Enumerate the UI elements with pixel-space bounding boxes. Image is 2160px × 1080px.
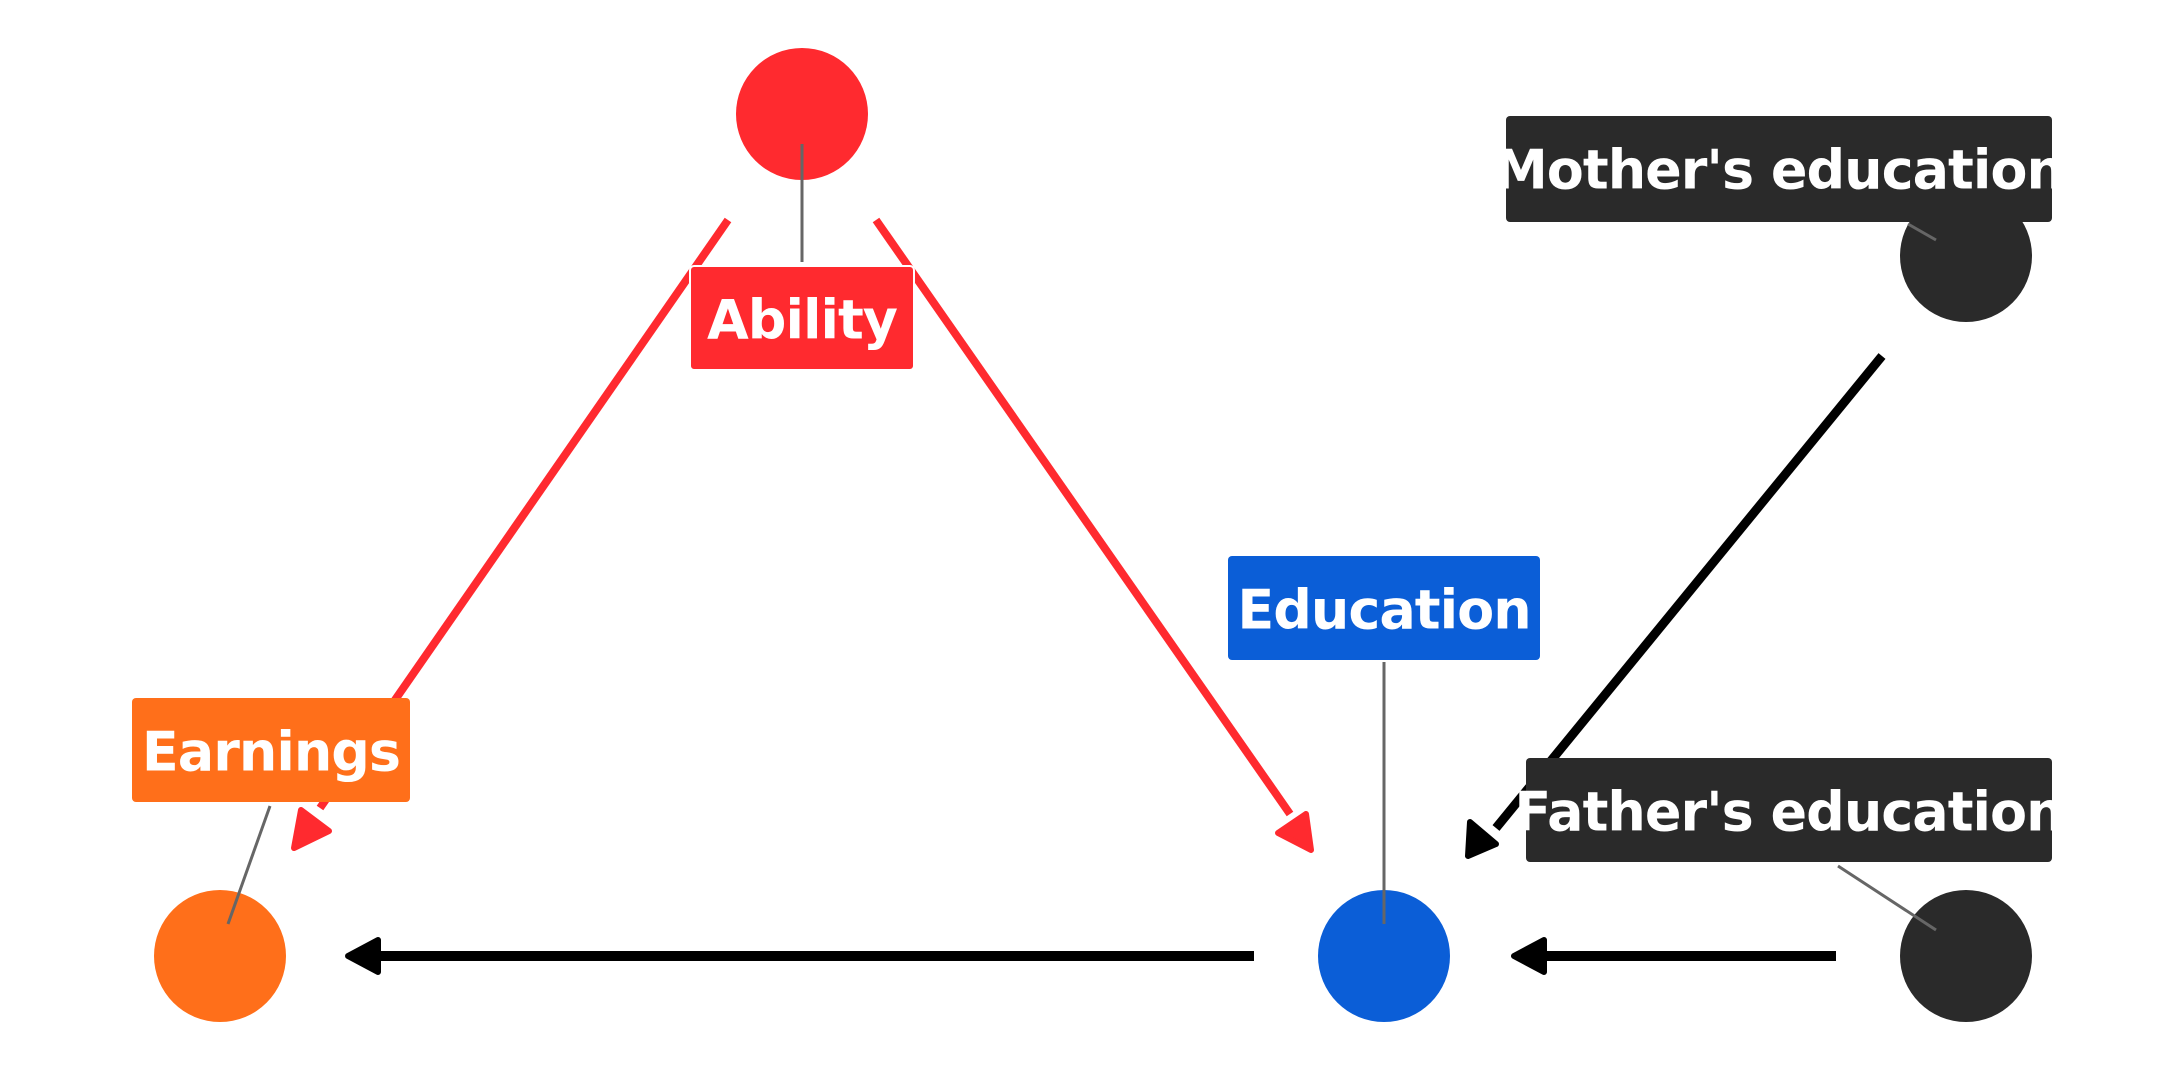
label-earnings: Earnings (132, 698, 410, 802)
nodes (154, 48, 2032, 1022)
edge-mother-education-arrowhead (1465, 819, 1499, 859)
labels: Ability Earnings Education Mother's educ… (132, 116, 2065, 862)
label-ability: Ability (689, 265, 915, 371)
edge-ability-education (872, 217, 1294, 817)
node-mother-education (1900, 190, 2032, 322)
label-ability-box (689, 265, 915, 371)
label-education-text: Education (1237, 579, 1530, 642)
edges (291, 217, 1886, 975)
label-father-education-text: Father's education (1514, 781, 2063, 844)
label-earnings-text: Earnings (142, 721, 400, 784)
label-father-education-box (1526, 758, 2052, 862)
edge-father-education-arrowhead (1511, 937, 1547, 975)
edge-ability-education-arrowhead (1275, 811, 1314, 853)
label-ability-text: Ability (707, 289, 898, 352)
node-ability (736, 48, 868, 180)
node-earnings (154, 890, 286, 1022)
label-leaders (226, 144, 1937, 932)
leader-mother-education (1907, 222, 1937, 242)
node-education (1318, 890, 1450, 1022)
node-father-education (1900, 890, 2032, 1022)
leader-father-education (1837, 864, 1937, 932)
label-mother-education: Mother's education (1494, 116, 2065, 222)
leader-earnings (226, 805, 272, 925)
label-father-education: Father's education (1514, 758, 2065, 862)
edge-education-earnings-arrowhead (345, 937, 381, 975)
label-education: Education (1228, 556, 1540, 660)
label-mother-education-box (1506, 116, 2052, 222)
label-earnings-box (132, 698, 410, 802)
label-mother-education-text: Mother's education (1494, 139, 2064, 202)
edge-ability-earnings-arrowhead (291, 807, 332, 851)
edge-mother-education (1492, 353, 1886, 831)
label-education-box (1228, 556, 1540, 660)
